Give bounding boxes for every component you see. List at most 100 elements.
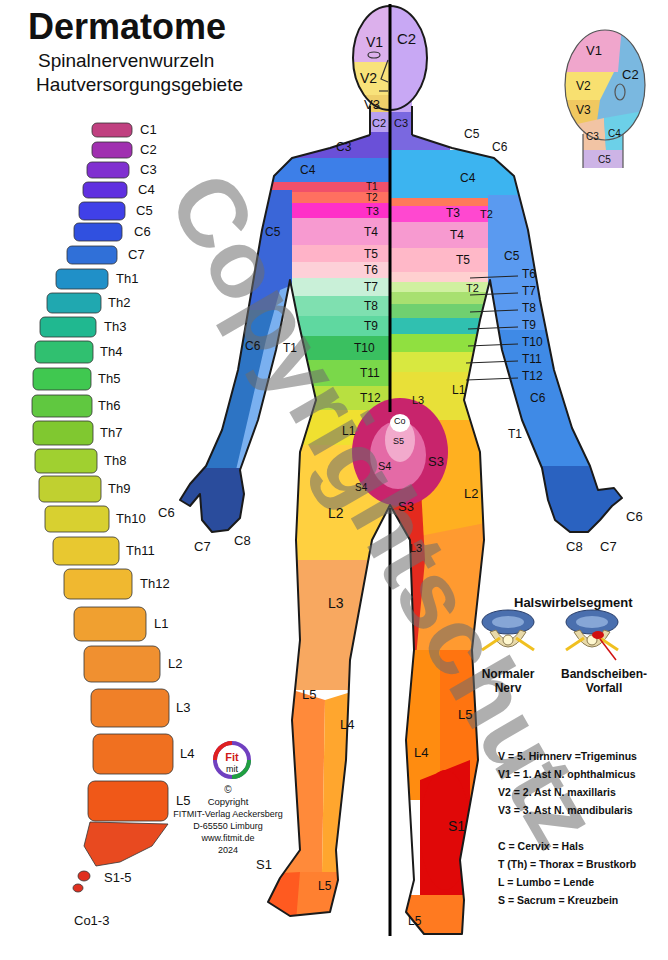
- inset-head-outline: [622, 134, 623, 168]
- dermatome-label: T11: [360, 367, 380, 381]
- dermatome-label: L5: [302, 688, 316, 703]
- inset-head-outline: [582, 134, 583, 168]
- dermatome-label: T5: [364, 248, 378, 262]
- spine-vertebra: [53, 537, 119, 565]
- spine-vertebra: [92, 123, 132, 137]
- spine-vertebra: [35, 341, 93, 363]
- spine-vertebra: [78, 871, 90, 881]
- dermatome-region: [420, 770, 470, 890]
- vertebra-label: Th5: [98, 372, 120, 387]
- dermatome-label: S4: [378, 460, 391, 473]
- spine-vertebra: [73, 884, 83, 892]
- face-feature: [379, 90, 388, 91]
- spine-vertebra: [35, 449, 97, 473]
- leader-line: [468, 327, 518, 329]
- body-outline: [411, 106, 413, 135]
- vertebra-label: C2: [140, 143, 157, 158]
- dermatome-label: T12: [360, 392, 381, 406]
- dermatome-label: T12: [522, 370, 543, 384]
- vertebra-label: Th6: [98, 399, 120, 414]
- spine-vertebra: [33, 421, 93, 445]
- figure-caption: Normaler Nerv: [468, 668, 548, 696]
- vertebra-icon: [600, 639, 616, 660]
- leader-line: [470, 276, 518, 278]
- spine-vertebra: [84, 822, 168, 866]
- spine-vertebra: [84, 646, 160, 682]
- dermatome-label: C5: [504, 250, 519, 264]
- dermatome-region: [140, 0, 660, 942]
- dermatome-label: C5: [265, 226, 280, 240]
- vertebra-label: Th4: [100, 345, 122, 360]
- spine-vertebra: [87, 162, 129, 178]
- dermatome-label: T10: [354, 342, 375, 356]
- section-heading: Halswirbelsegment: [514, 596, 633, 611]
- vertebra-label: C7: [128, 248, 145, 263]
- dermatome-region: [390, 150, 520, 198]
- inset-head-region: [560, 25, 668, 175]
- copyright-text: D-65550 Limburg: [193, 821, 263, 831]
- dermatome-label: T2: [466, 282, 479, 295]
- vertebra-icon: [592, 631, 604, 639]
- dermatome-label: C5: [464, 128, 479, 142]
- spine-vertebra: [40, 317, 96, 337]
- key-text: V = 5. Hirnnerv =Trigeminus: [498, 750, 637, 762]
- midline: [389, 4, 392, 412]
- dermatome-label: V1: [366, 34, 383, 50]
- key-text: S = Sacrum = Kreuzbein: [498, 894, 618, 906]
- vertebra-label: Th9: [108, 482, 130, 497]
- dermatome-label: V3: [364, 98, 380, 113]
- copyright-text: Copyright: [208, 797, 249, 808]
- dermatome-label: T10: [522, 336, 543, 350]
- dermatome-label: L5: [318, 880, 331, 894]
- publisher-logo: [215, 743, 249, 777]
- vertebra-label: C6: [134, 225, 151, 240]
- dermatome-label: S1: [256, 858, 272, 873]
- dermatome-label: C2: [372, 117, 386, 130]
- vertebra-label: C5: [136, 204, 153, 219]
- vertebra-label: Th12: [140, 577, 170, 592]
- copyright-text: www.fitmit.de: [201, 833, 254, 843]
- dermatome-label: T9: [522, 319, 536, 333]
- dermatome-label: T5: [456, 254, 470, 268]
- spine-vertebra: [79, 202, 125, 220]
- dermatome-label: L5: [408, 915, 421, 929]
- vertebra-label: S1-5: [104, 871, 131, 886]
- spine-vertebra: [32, 395, 92, 417]
- dermatome-label: T6: [364, 264, 378, 278]
- key-text: T (Th) = Thorax = Brustkorb: [498, 858, 636, 870]
- inset-dermatome-label: C2: [622, 68, 639, 83]
- face-feature: [368, 52, 380, 58]
- dermatome-label: L1: [342, 425, 355, 439]
- leader-line: [470, 310, 518, 312]
- key-text: L = Lumbo = Lende: [498, 876, 594, 888]
- inset-head-region: [560, 72, 614, 100]
- vertebra-label: Co1-3: [74, 914, 109, 929]
- vertebra-label: Th3: [104, 320, 126, 335]
- vertebra-label: Th1: [116, 272, 138, 287]
- vertebra-label: Th11: [126, 544, 155, 559]
- dermatome-label: L2: [328, 505, 344, 521]
- spine-vertebra: [92, 142, 132, 158]
- dermatome-label: C3: [394, 117, 408, 130]
- dermatome-region: [340, 112, 390, 132]
- dermatome-label: C6: [626, 510, 643, 525]
- dermatome-label: T2: [480, 208, 493, 221]
- spine-vertebra: [56, 269, 108, 289]
- dermatome-label: L4: [414, 746, 428, 761]
- spine-vertebra: [67, 246, 117, 264]
- inset-head-region: [560, 150, 660, 175]
- leader-line: [468, 344, 518, 346]
- dermatome-label: C6: [530, 392, 545, 406]
- dermatome-region: [340, 0, 390, 62]
- dermatome-label: L2: [464, 487, 478, 502]
- dermatome-label: Co: [394, 416, 406, 426]
- dermatome-label: C4: [460, 172, 475, 186]
- inset-head-region: [560, 25, 622, 72]
- dermatome-label: L3: [410, 542, 422, 555]
- dermatome-region: [255, 872, 300, 922]
- dermatome-label: C6: [492, 141, 507, 155]
- dermatome-label: T1: [366, 181, 378, 193]
- dermatome-label: T7: [364, 281, 378, 295]
- key-text: C = Cervix = Hals: [498, 840, 584, 852]
